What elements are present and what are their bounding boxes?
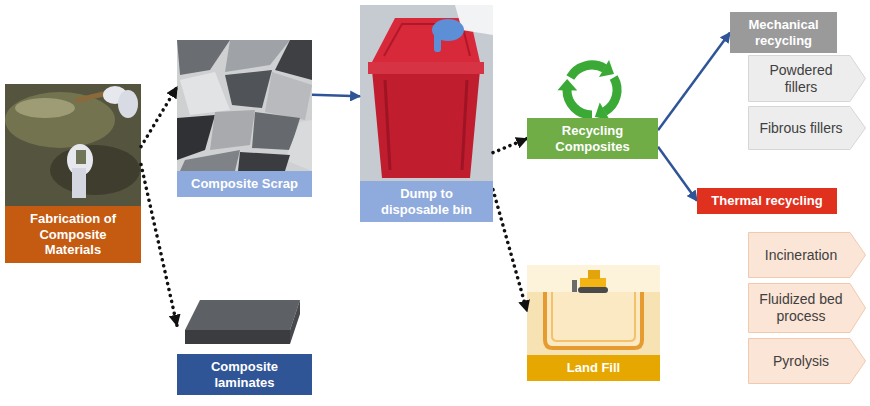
chevron-outline	[749, 339, 866, 384]
node-label: Dump to disposable bin	[360, 181, 493, 222]
photo-card: Fabrication of Composite Materials	[5, 84, 141, 263]
shard	[180, 72, 230, 115]
bin-rim	[368, 62, 484, 74]
chevron-box: Pyrolysis	[748, 338, 866, 384]
photo-area	[5, 84, 141, 206]
glove	[72, 168, 86, 198]
node-label: Mechanical recycling	[730, 12, 837, 53]
glove	[118, 90, 138, 118]
node-label: Composite laminates	[177, 354, 312, 395]
pit-liner	[552, 292, 635, 341]
bin-rib	[462, 80, 467, 170]
laminate-front	[185, 330, 290, 344]
photo-card: Composite Scrap	[177, 40, 312, 197]
flow-arrow	[312, 95, 360, 96]
node-label: Pyrolysis	[748, 349, 866, 374]
chevron-outline	[749, 107, 866, 150]
dotted-arrow	[493, 190, 527, 312]
recycle-arrow	[555, 77, 592, 124]
recycle-head	[555, 77, 577, 98]
node-label: Fabrication of Composite Materials	[5, 206, 141, 263]
flow-arrow	[658, 33, 730, 131]
laminate-side	[290, 300, 300, 344]
shard	[180, 150, 240, 171]
bin-body	[372, 70, 480, 178]
mould	[50, 145, 140, 195]
landfill-picture	[527, 265, 660, 355]
recycle-arc	[564, 85, 592, 121]
photo-card: Land Fill	[527, 265, 660, 381]
cup	[76, 150, 86, 164]
laminate-top	[185, 300, 300, 330]
shard	[275, 40, 312, 80]
shard	[285, 120, 312, 171]
photo-area	[177, 288, 312, 354]
shard	[177, 40, 230, 75]
recycle-symbol	[555, 60, 629, 124]
node-label: Land Fill	[527, 355, 660, 381]
shard	[225, 70, 272, 108]
photo-area	[177, 40, 312, 171]
chevron-outline	[749, 56, 866, 102]
dotted-arrow	[141, 164, 177, 325]
resin-sheen	[15, 98, 75, 118]
dotted-arrow	[493, 139, 527, 153]
recycle-arc	[570, 65, 604, 78]
photo-ground	[360, 5, 493, 181]
photo-area	[360, 5, 493, 181]
process-box: Thermal recycling	[697, 188, 837, 214]
resin-sheen	[5, 92, 115, 148]
chevron-box: Fibrous fillers	[748, 106, 866, 150]
picture-ground	[527, 265, 660, 355]
bulldozer-track	[578, 287, 608, 293]
shard	[238, 152, 290, 171]
process-box: Mechanical recycling	[730, 12, 837, 53]
photo-ground	[5, 84, 141, 206]
recycle-arrow	[570, 60, 614, 78]
node-label: Fibrous fillers	[748, 116, 866, 141]
photo-card: Dump to disposable bin	[360, 5, 493, 222]
soil	[527, 292, 660, 355]
shard	[265, 72, 312, 120]
shard	[210, 110, 255, 150]
node-label: Incineration	[748, 243, 866, 268]
node-label: Powdered fillers	[748, 58, 866, 100]
chevron-outline	[749, 284, 866, 333]
flow-arrow	[658, 147, 697, 201]
chevron-box: Powdered fillers	[748, 55, 866, 102]
bin-rib	[385, 80, 390, 170]
node-label: Recycling Composites	[527, 118, 658, 159]
shard	[177, 115, 215, 160]
node-label: Composite Scrap	[177, 171, 312, 197]
node-label: Thermal recycling	[697, 188, 837, 214]
fabrication-photo	[5, 84, 141, 206]
bulldozer-cab	[588, 270, 600, 279]
photo-card: Composite laminates	[177, 288, 312, 395]
chevron-box: Incineration	[748, 232, 866, 278]
photo-area	[527, 265, 660, 355]
scrap-photo	[177, 40, 312, 171]
dotted-arrow	[141, 87, 177, 147]
glove	[434, 30, 441, 52]
bulldozer-blade	[572, 280, 577, 292]
landfill-pit	[545, 292, 642, 348]
chevron-box: Fluidized bed process	[748, 283, 866, 333]
bin-photo	[360, 5, 493, 181]
bulldozer	[580, 278, 606, 288]
photo-ground	[177, 40, 312, 171]
chevron-outline	[749, 233, 866, 278]
node-label: Fluidized bed process	[748, 287, 866, 329]
photo-ground	[177, 288, 312, 354]
process-box: Recycling Composites	[527, 118, 658, 159]
laminate-photo	[177, 288, 312, 354]
recycle-head	[599, 60, 614, 77]
